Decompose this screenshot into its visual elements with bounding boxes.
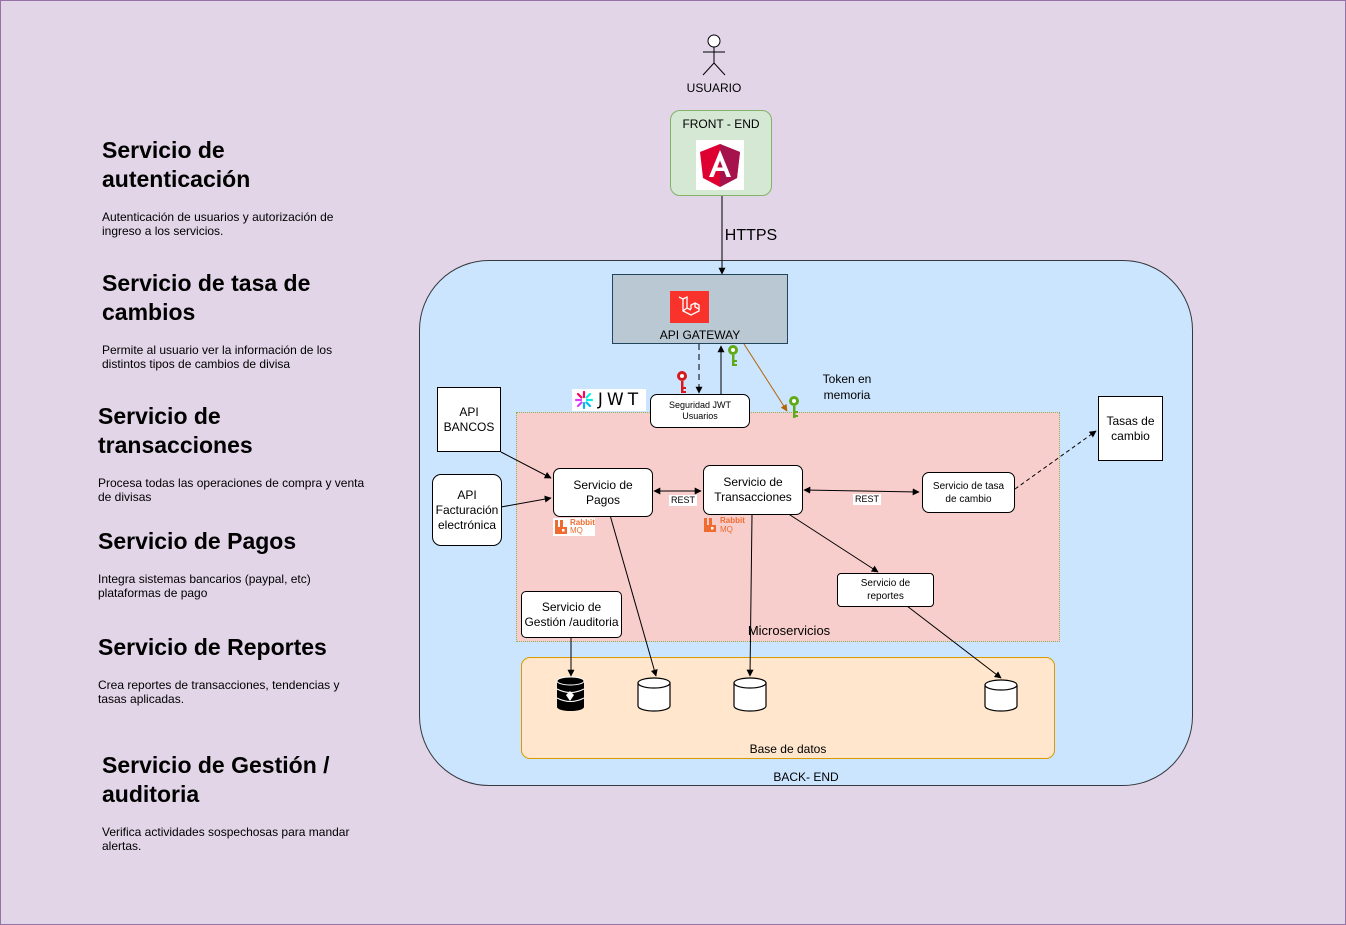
- api-bancos-label: API BANCOS: [443, 404, 495, 434]
- servicio-gestion-box: Servicio de Gestión /auditoria: [521, 591, 622, 638]
- edge-facturacion-pagos: [500, 495, 552, 508]
- rabbitmq-badge-pagos: Rabbit MQ: [553, 518, 595, 536]
- edge-transacciones-db: [746, 514, 754, 677]
- rest-label-pagos: REST: [669, 495, 698, 506]
- jwt-security-box: Seguridad JWT Usuarios: [650, 394, 750, 428]
- key-red-icon: [677, 371, 687, 393]
- servicio-gestion-label: Servicio de Gestión /auditoria: [524, 599, 619, 629]
- token-label: Token en memoria: [822, 372, 872, 402]
- edge-reportes-db: [906, 605, 1002, 679]
- edge-transacciones-reportes: [786, 512, 879, 573]
- https-label: HTTPS: [724, 227, 778, 244]
- jwt-logo-text: JWT: [597, 390, 643, 410]
- tasas-cambio-box: Tasas de cambio: [1098, 396, 1163, 461]
- servicio-reportes-box: Servicio de reportes: [837, 573, 934, 607]
- database-cylinder-icon: [733, 677, 767, 712]
- edge-transacciones-tasa: [803, 486, 920, 496]
- edge-pagos-db: [609, 514, 658, 677]
- rabbitmq-badge-transacciones: Rabbit MQ: [702, 516, 748, 535]
- service-reports-title: Servicio de Reportes: [98, 634, 327, 660]
- api-gateway: API GATEWAY: [612, 274, 788, 344]
- rabbitmq-mq-label: MQ: [720, 525, 733, 534]
- rabbitmq-label: Rabbit: [720, 516, 745, 525]
- service-payments-title: Servicio de Pagos: [98, 528, 297, 554]
- microservicios-label: Microservicios: [747, 623, 831, 638]
- jwt-security-label: Seguridad JWT Usuarios: [668, 400, 732, 421]
- frontend-label: FRONT - END: [682, 117, 760, 131]
- service-payments-description: Integra sistemas bancarios (paypal, etc)…: [98, 572, 311, 600]
- edge-bancos-pagos: [500, 451, 552, 479]
- key-green-icon: [728, 345, 738, 366]
- servicio-reportes-label: Servicio de reportes: [860, 578, 911, 602]
- database-cylinder-icon: [637, 677, 671, 712]
- rabbitmq-icon: [704, 518, 716, 532]
- frontend-box: FRONT - END: [670, 110, 772, 196]
- servicio-transacciones-label: Servicio de Transacciones: [714, 475, 792, 504]
- rabbitmq-icon: [555, 520, 567, 534]
- service-audit-description: Verifica actividades sospechosas para ma…: [102, 825, 350, 853]
- servicio-pagos-label: Servicio de Pagos: [573, 477, 633, 507]
- edge-gateway-microservices: [743, 343, 788, 412]
- service-auth-title: Servicio de autenticación: [102, 137, 251, 192]
- api-facturacion-label: API Facturación electrónica: [435, 487, 499, 532]
- api-facturacion-box: API Facturación electrónica: [432, 474, 502, 546]
- servicio-tasa-label: Servicio de tasa de cambio: [932, 480, 1005, 505]
- tasas-cambio-label: Tasas de cambio: [1106, 413, 1155, 443]
- rabbitmq-label: Rabbit: [570, 518, 595, 527]
- edge-tasa-externa: [1014, 430, 1097, 490]
- rest-label-tasa: REST: [853, 494, 882, 505]
- servicio-tasa-box: Servicio de tasa de cambio: [922, 472, 1015, 513]
- jwt-logo: JWT: [572, 389, 646, 411]
- api-bancos-box: API BANCOS: [437, 387, 501, 452]
- rabbitmq-mq-label: MQ: [570, 526, 583, 535]
- service-auth-description: Autenticación de usuarios y autorización…: [102, 210, 334, 238]
- database-cylinder-icon: [556, 676, 585, 711]
- service-exchange-title: Servicio de tasa de cambios: [102, 270, 311, 325]
- servicio-transacciones-box: Servicio de Transacciones: [703, 465, 803, 515]
- database-cylinder-icon: [984, 679, 1018, 712]
- service-transactions-description: Procesa todas las operaciones de compra …: [98, 476, 365, 504]
- backend-label: BACK- END: [773, 770, 839, 784]
- user-actor-icon: [702, 34, 726, 76]
- service-transactions-title: Servicio de transacciones: [98, 403, 253, 458]
- key-green-icon: [789, 396, 799, 418]
- angular-logo-icon: [696, 140, 744, 190]
- laravel-logo-icon: [670, 291, 709, 323]
- api-gateway-label: API GATEWAY: [659, 328, 741, 342]
- base-datos-label: Base de datos: [749, 742, 827, 756]
- service-reports-description: Crea reportes de transacciones, tendenci…: [98, 678, 340, 706]
- user-label: USUARIO: [686, 81, 742, 95]
- jwt-logo-icon: [574, 391, 594, 409]
- service-exchange-description: Permite al usuario ver la información de…: [102, 343, 333, 371]
- database-container: [521, 657, 1055, 759]
- service-audit-title: Servicio de Gestión / auditoria: [102, 752, 330, 807]
- servicio-pagos-box: Servicio de Pagos: [553, 468, 653, 517]
